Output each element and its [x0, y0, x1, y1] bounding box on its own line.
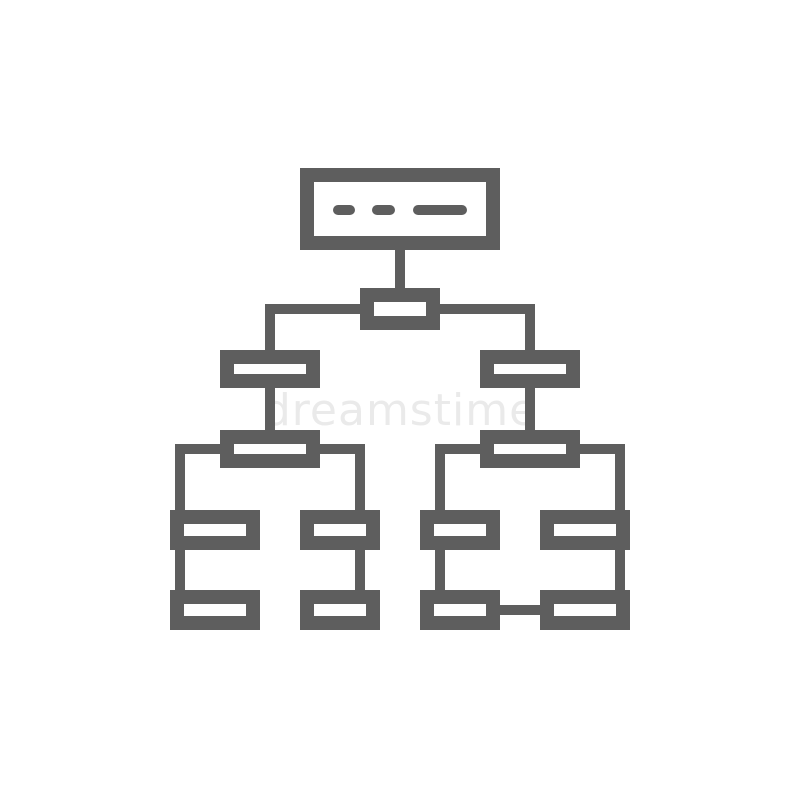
node-boxes — [170, 168, 630, 630]
box-level-2-right — [480, 350, 580, 388]
connector-hub-to-l2-right — [440, 304, 535, 350]
box-level-3-right — [480, 430, 580, 468]
box-level-4-d — [540, 510, 630, 550]
box-level-4-c — [420, 510, 500, 550]
box-level-5-d — [540, 590, 630, 630]
connector-lines — [175, 250, 625, 615]
connector-l3-right-to-l4-d — [580, 444, 625, 510]
connector-l3-left-to-l4-b — [320, 444, 365, 510]
connector-hub-to-l2-left — [265, 304, 360, 350]
box-level-5-b — [300, 590, 380, 630]
watermark: dreamstime — [263, 385, 537, 436]
box-level-4-a — [170, 510, 260, 550]
box-hub — [360, 288, 440, 330]
box-level-5-a — [170, 590, 260, 630]
connector-l3-right-to-l4-c — [435, 444, 480, 510]
connector-l3-left-to-l4-a — [175, 444, 220, 510]
watermark-text: dreamstime — [263, 385, 537, 436]
box-level-5-c — [420, 590, 500, 630]
box-root-screen — [300, 168, 500, 250]
box-level-4-b — [300, 510, 380, 550]
box-level-2-left — [220, 350, 320, 388]
box-level-3-left — [220, 430, 320, 468]
